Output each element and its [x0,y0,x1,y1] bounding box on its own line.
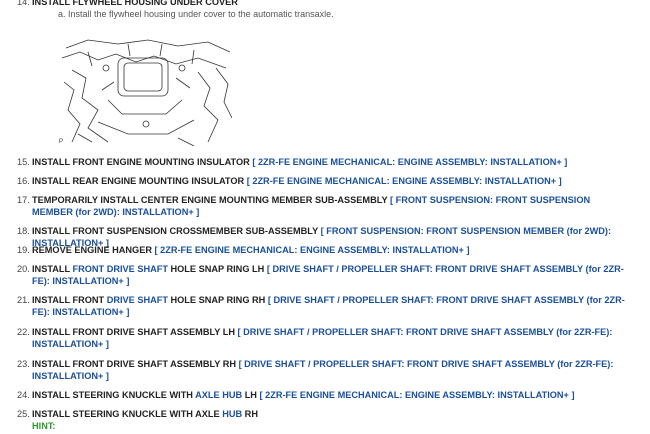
step-title: INSTALL FRONT ENGINE MOUNTING INSULATOR [32,157,253,167]
step-title: LH [242,390,260,400]
step-text: REMOVE ENGINE HANGER [ 2ZR-FE ENGINE MEC… [32,244,628,256]
step-number: 20. [17,264,30,274]
step-number: 23. [17,359,30,369]
reference-link[interactable]: [ 2ZR-FE ENGINE MECHANICAL: ENGINE ASSEM… [259,390,575,400]
sub-instruction: a. Install the flywheel housing under co… [58,9,334,19]
step-title: INSTALL REAR ENGINE MOUNTING INSULATOR [32,176,247,186]
reference-link[interactable]: [ FRONT SUSPENSION: FRONT SUSPENSION MEM… [32,195,591,217]
step-text: INSTALL FRONT SUSPENSION CROSSMEMBER SUB… [32,225,628,249]
figure-code: P [59,139,63,145]
step-title: INSTALL STEERING KNUCKLE WITH [32,390,196,400]
step-text: TEMPORARILY INSTALL CENTER ENGINE MOUNTI… [32,194,628,218]
reference-link[interactable]: HUB [222,409,243,419]
step-text: INSTALL STEERING KNUCKLE WITH AXLE HUB L… [32,389,628,401]
step-number: 21. [17,295,30,305]
step-number: 25. [17,409,30,419]
reference-link[interactable]: [ DRIVE SHAFT / PROPELLER SHAFT: FRONT D… [32,264,624,286]
reference-link[interactable]: AXLE HUB [195,390,243,400]
step-title: TEMPORARILY INSTALL CENTER ENGINE MOUNTI… [32,195,390,205]
step-title: INSTALL FRONT DRIVE SHAFT ASSEMBLY LH [32,327,238,337]
step-title: HOLE SNAP RING RH [167,295,268,305]
step-text: INSTALL REAR ENGINE MOUNTING INSULATOR [… [32,175,628,187]
step-text: INSTALL FRONT DRIVE SHAFT HOLE SNAP RING… [32,294,628,318]
step-text: INSTALL FLYWHEEL HOUSING UNDER COVER [32,0,628,8]
step-title: HOLE SNAP RING LH [167,264,267,274]
step-number: 16. [17,176,30,186]
step-title: INSTALL FRONT [32,295,107,305]
step-text: INSTALL FRONT DRIVE SHAFT ASSEMBLY LH [ … [32,326,628,350]
step-text: INSTALL FRONT DRIVE SHAFT ASSEMBLY RH [ … [32,358,628,382]
reference-link[interactable]: [ 2ZR-FE ENGINE MECHANICAL: ENGINE ASSEM… [246,176,562,186]
step-number: 17. [17,195,30,205]
step-number: 15. [17,157,30,167]
reference-link[interactable]: [ FRONT SUSPENSION: FRONT SUSPENSION MEM… [32,226,612,248]
step-text: INSTALL FRONT DRIVE SHAFT HOLE SNAP RING… [32,263,628,287]
reference-link[interactable]: [ 2ZR-FE ENGINE MECHANICAL: ENGINE ASSEM… [252,157,568,167]
reference-link[interactable]: [ 2ZR-FE ENGINE MECHANICAL: ENGINE ASSEM… [154,245,470,255]
flywheel-cover-illustration: P [58,38,233,147]
reference-link[interactable]: DRIVE SHAFT [106,295,168,305]
step-title: RH [242,409,258,419]
hint-label: HINT: [32,421,56,431]
step-number: 18. [17,226,30,236]
step-title: REMOVE ENGINE HANGER [32,245,155,255]
step-number: 19. [17,245,30,255]
step-title: INSTALL FLYWHEEL HOUSING UNDER COVER [32,0,238,7]
step-title: INSTALL FRONT SUSPENSION CROSSMEMBER SUB… [32,226,321,236]
step-title: INSTALL FRONT DRIVE SHAFT ASSEMBLY RH [32,359,239,369]
step-number: 14. [17,0,30,7]
reference-link[interactable]: FRONT DRIVE SHAFT [72,264,168,274]
step-number: 22. [17,327,30,337]
reference-link[interactable]: [ DRIVE SHAFT / PROPELLER SHAFT: FRONT D… [32,359,614,381]
step-number: 24. [17,390,30,400]
reference-link[interactable]: [ DRIVE SHAFT / PROPELLER SHAFT: FRONT D… [32,327,613,349]
step-text: INSTALL FRONT ENGINE MOUNTING INSULATOR … [32,156,628,168]
reference-link[interactable]: [ DRIVE SHAFT / PROPELLER SHAFT: FRONT D… [32,295,625,317]
step-title: INSTALL STEERING KNUCKLE WITH AXLE [32,409,223,419]
step-title: INSTALL [32,264,73,274]
step-text: INSTALL STEERING KNUCKLE WITH AXLE HUB R… [32,408,628,420]
